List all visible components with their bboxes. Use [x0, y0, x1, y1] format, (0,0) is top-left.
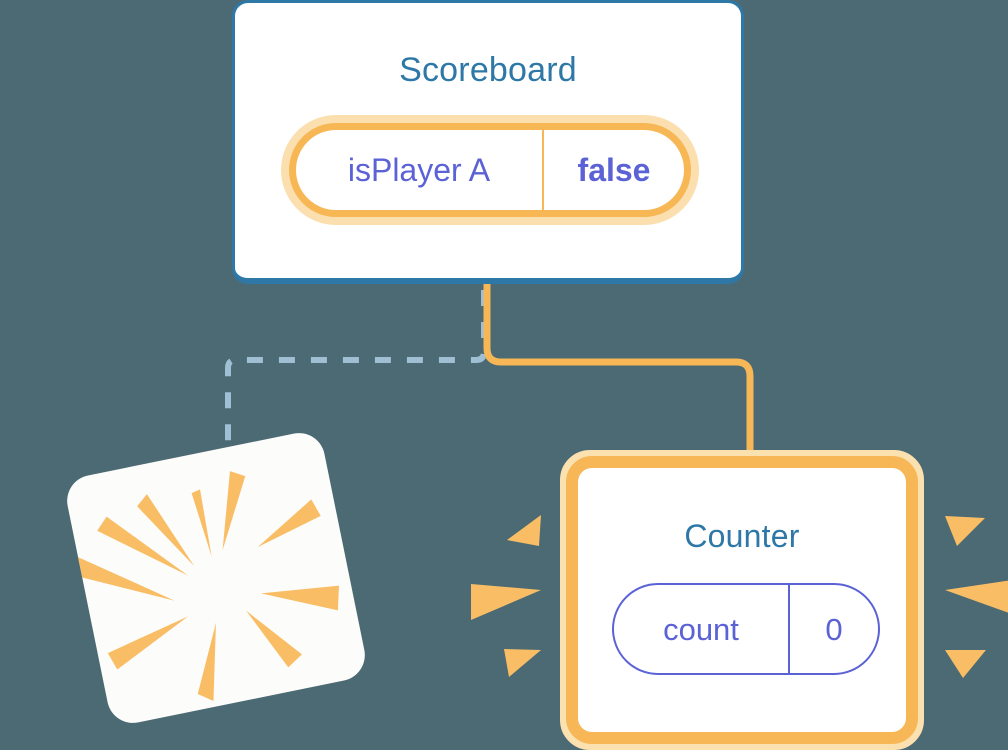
counter-pill-key: count — [614, 585, 790, 673]
scoreboard-pill-key: isPlayer A — [296, 130, 544, 210]
connector-scoreboard-to-counter — [483, 282, 754, 466]
counter-pill-value: 0 — [825, 611, 843, 647]
counter-ray-right-middle — [945, 580, 1008, 613]
counter-ray-right-bottom — [945, 650, 986, 678]
blank-card-burst — [75, 471, 339, 701]
counter-title: Counter — [684, 518, 800, 554]
burst-ray-ssw — [107, 616, 189, 670]
counter-ray-left-bottom — [504, 649, 541, 677]
burst-ray-ese — [246, 610, 302, 668]
burst-ray-n — [191, 489, 212, 557]
burst-ray-e — [260, 585, 339, 611]
scoreboard-state-pill[interactable]: isPlayer A false — [281, 115, 699, 225]
scoreboard-title: Scoreboard — [399, 51, 577, 89]
burst-ray-wnw — [97, 516, 188, 576]
burst-ray-nne — [222, 471, 246, 551]
counter-state-pill[interactable]: count 0 — [612, 583, 880, 675]
connector-scoreboard-to-blank-card — [225, 290, 487, 476]
burst-ray-s — [197, 622, 216, 701]
pill-glow-ring — [281, 115, 699, 225]
counter-ray-right-top — [945, 516, 985, 546]
counter-ray-left-top — [507, 515, 541, 546]
burst-rays-group — [75, 471, 339, 701]
burst-ray-ene — [257, 499, 321, 548]
burst-ray-nnw — [137, 494, 195, 567]
burst-ray-w — [75, 557, 175, 601]
counter-ray-left-middle — [471, 584, 541, 620]
pill-body[interactable]: isPlayer A false — [289, 123, 691, 217]
node-blank-card[interactable] — [62, 428, 370, 728]
node-scoreboard[interactable]: Scoreboard isPlayer A false — [232, 0, 744, 284]
node-counter[interactable]: Counter count 0 — [560, 450, 924, 750]
scoreboard-pill-value: false — [577, 152, 651, 188]
